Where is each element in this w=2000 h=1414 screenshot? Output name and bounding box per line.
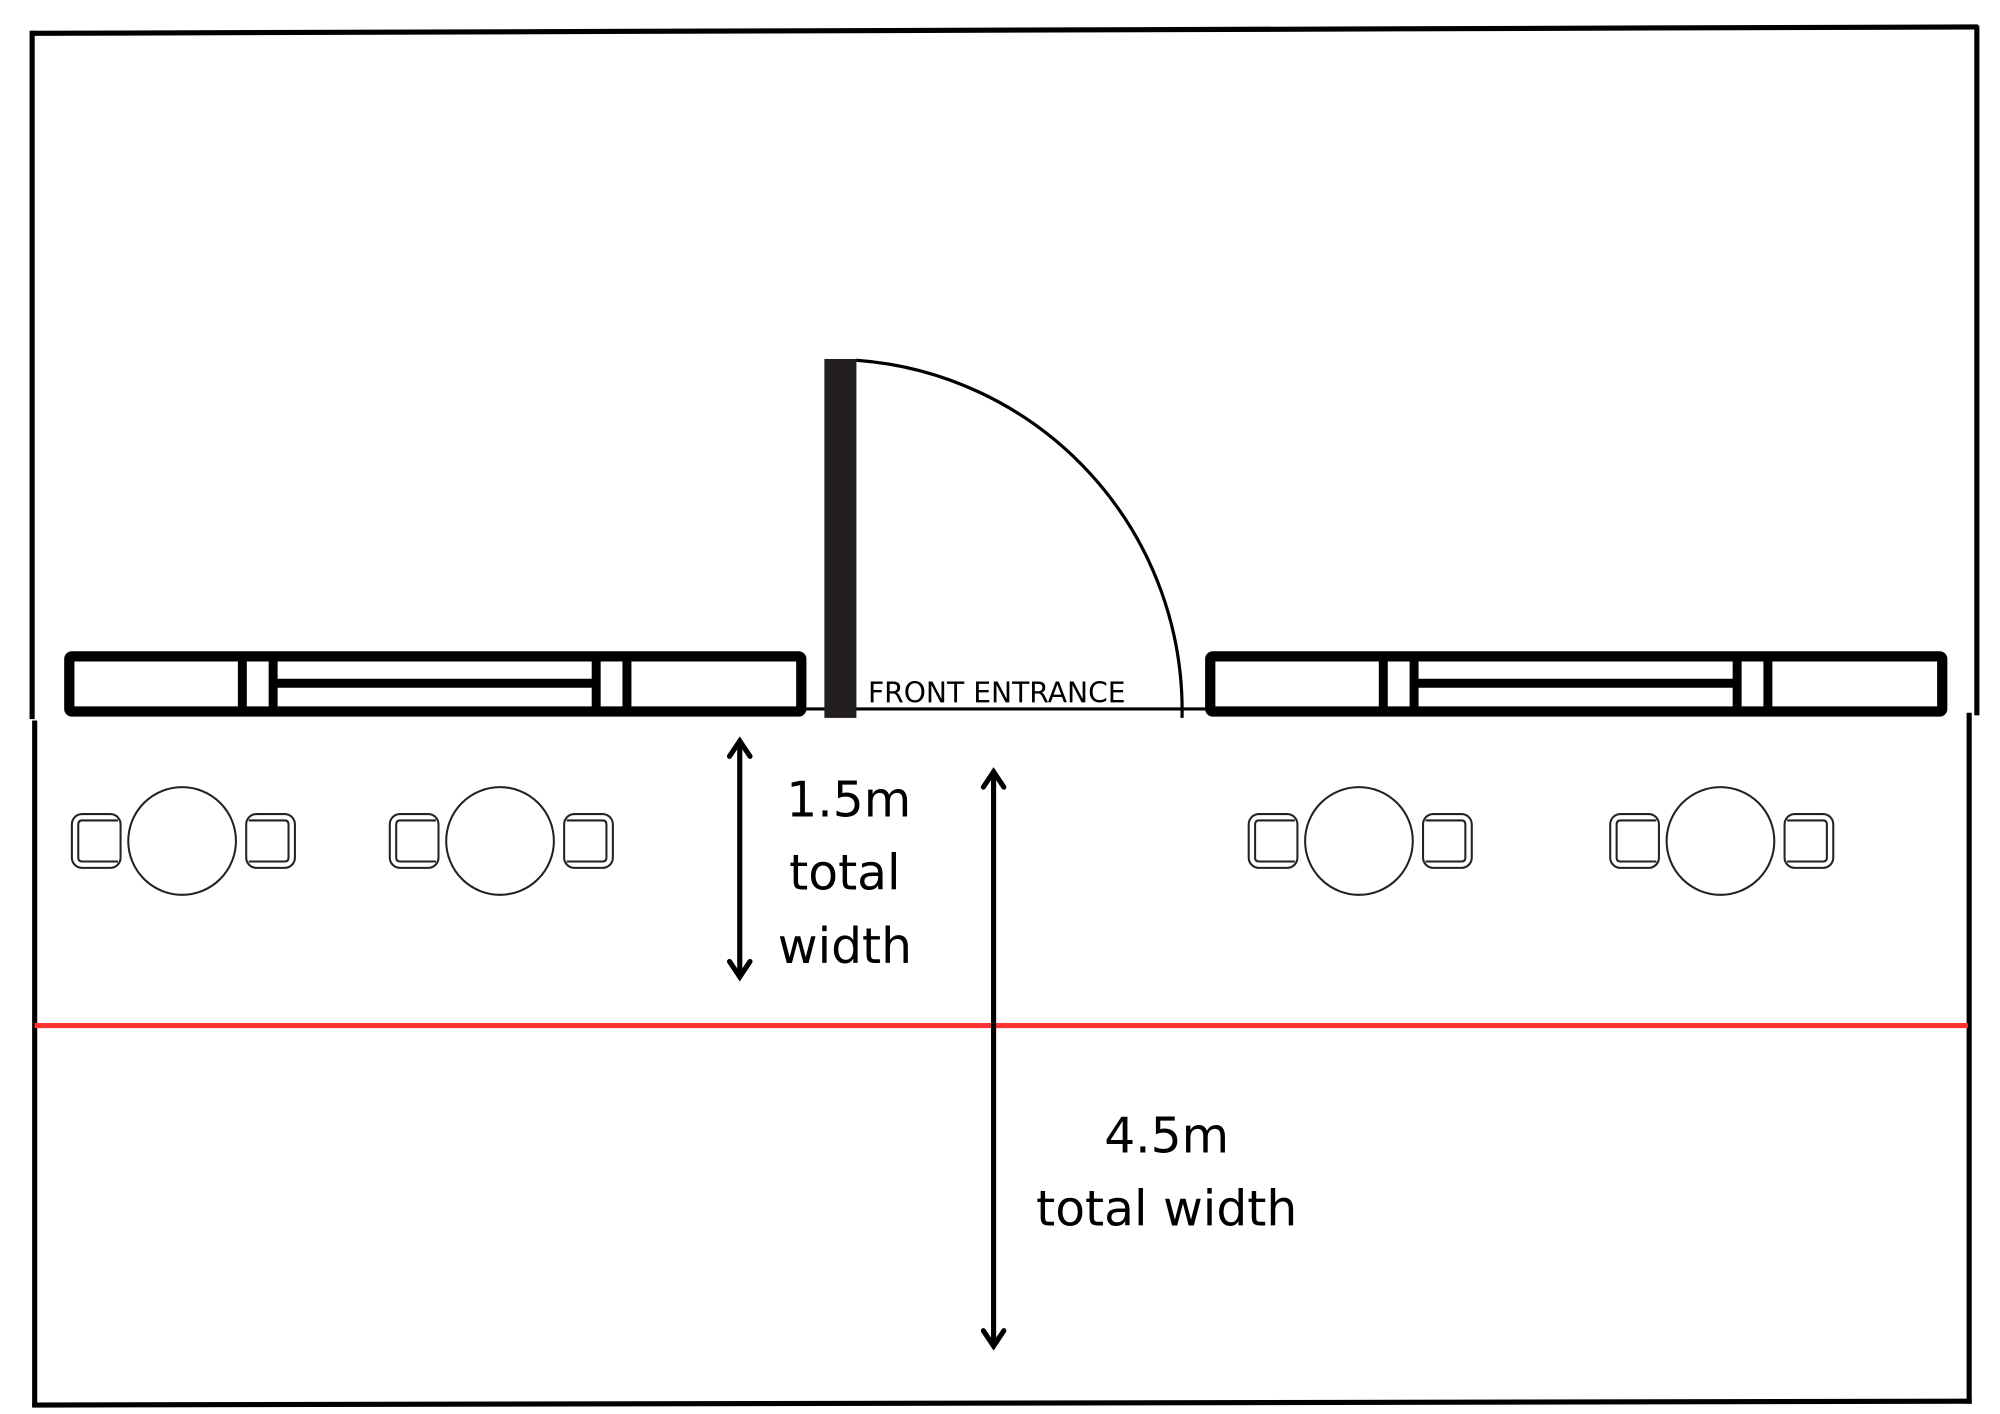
dimension-text: width [778, 919, 912, 975]
round-table [1304, 786, 1414, 896]
dimension-value: 4.5m [1104, 1108, 1229, 1164]
front-door [801, 358, 1212, 718]
window-left [64, 651, 807, 717]
dimension-label-4-5m: 4.5m total width [1036, 1108, 1297, 1237]
table-3 [1247, 786, 1473, 896]
chair [245, 813, 296, 869]
interior-walls [29, 24, 1980, 720]
outdoor-area-boundary [32, 712, 1972, 1408]
table-2 [388, 786, 614, 896]
dimension-arrow-4-5m [980, 767, 1007, 1351]
chair [388, 813, 440, 869]
chair [563, 813, 614, 869]
dimension-text: total width [1036, 1182, 1297, 1238]
front-entrance-label: FRONT ENTRANCE [868, 677, 1126, 710]
window-right [1205, 651, 1948, 717]
dimension-text: total [789, 846, 900, 902]
round-table [127, 786, 237, 896]
chair [1247, 813, 1299, 869]
chair [1422, 813, 1473, 869]
chair [70, 813, 122, 869]
table-1 [70, 786, 296, 896]
door-panel [824, 358, 857, 718]
dimension-arrow-1-5m [726, 736, 753, 982]
round-table [1665, 786, 1776, 896]
dimension-value: 1.5m [786, 773, 911, 829]
chair [1783, 813, 1835, 869]
round-table [445, 786, 555, 896]
chair [1609, 813, 1660, 869]
door-swing-arc [856, 358, 1184, 718]
table-4 [1609, 786, 1835, 896]
dimension-label-1-5m: 1.5m total width [778, 773, 912, 975]
